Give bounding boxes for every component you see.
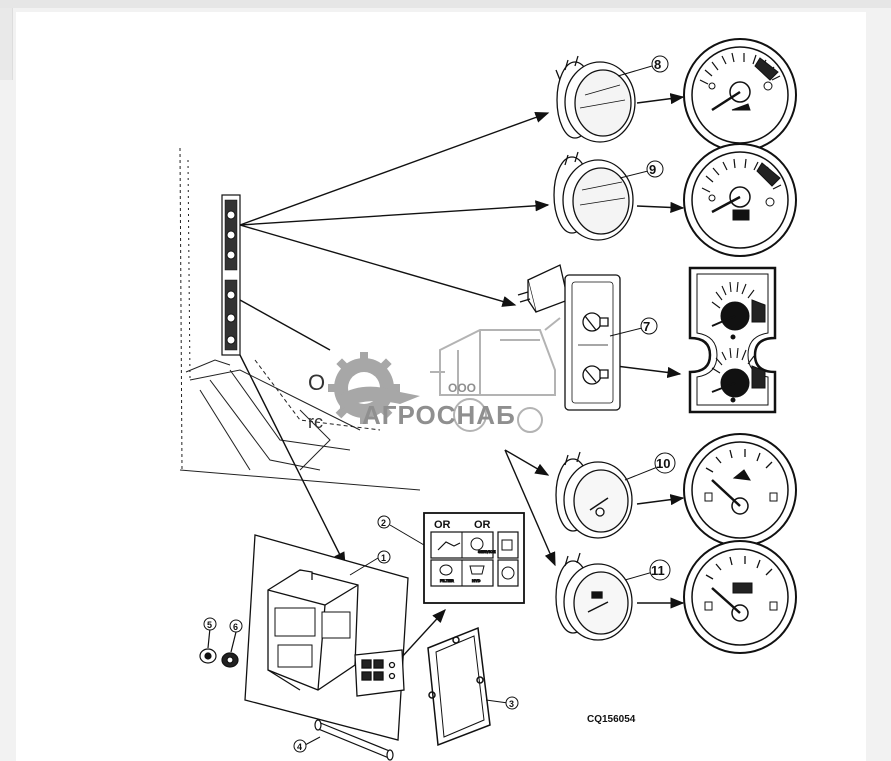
nut-and-washer (199, 627, 239, 668)
module-7-side-view (517, 264, 621, 411)
agrosnab-watermark: ООО АГРОСНАБ (328, 317, 561, 433)
callout-10: 10 (656, 456, 670, 471)
gasket-frame (427, 626, 491, 747)
callout-6: 6 (233, 622, 238, 632)
callout-1: 1 (381, 553, 386, 563)
callout-11: 11 (651, 563, 665, 578)
rod-part (314, 719, 394, 761)
callout-4: 4 (297, 742, 302, 752)
gauge-10-side-view (555, 451, 633, 539)
svg-text:FILTER: FILTER (440, 578, 454, 583)
stray-text-o: O (308, 370, 325, 395)
callout-7: 7 (643, 319, 650, 334)
callout-3: 3 (509, 699, 514, 709)
module-7-face (688, 266, 777, 414)
gauge-9-face (683, 143, 797, 257)
left-edge-panel (0, 8, 13, 80)
callout-5: 5 (207, 620, 212, 630)
decal-label-left: OR (434, 519, 451, 531)
watermark-prefix: ООО (448, 381, 476, 395)
callout-leaders (304, 65, 661, 746)
decal-label-right: OR (474, 519, 491, 531)
gauge-8-face (683, 38, 797, 152)
leader-lines (239, 93, 685, 671)
cab-outline (179, 147, 421, 491)
callout-badges (203, 55, 676, 753)
svg-text:SERVICE: SERVICE (478, 549, 496, 554)
callout-9: 9 (649, 162, 656, 177)
top-bar (0, 0, 891, 8)
harvester-logo-icon (430, 317, 561, 433)
callout-8: 8 (654, 57, 661, 72)
svg-text:HYD: HYD (472, 578, 481, 583)
callout-2: 2 (381, 518, 386, 528)
warning-module-assembly (244, 534, 409, 741)
pillar-gauge-panel (221, 194, 241, 356)
gear-logo-icon (328, 352, 420, 424)
stray-text-rc: rc (308, 412, 323, 432)
gauge-11-side-view (555, 552, 633, 641)
figure-code: CQ156054 (587, 714, 636, 725)
gauge-11-face (683, 540, 797, 654)
gauge-9-side-view (553, 151, 634, 241)
gauge-8-side-view (555, 55, 636, 143)
watermark-brand: АГРОСНАБ (362, 400, 516, 430)
warning-decal: SERVICE FILTER HYD (423, 512, 525, 604)
gauge-10-face (683, 433, 797, 547)
